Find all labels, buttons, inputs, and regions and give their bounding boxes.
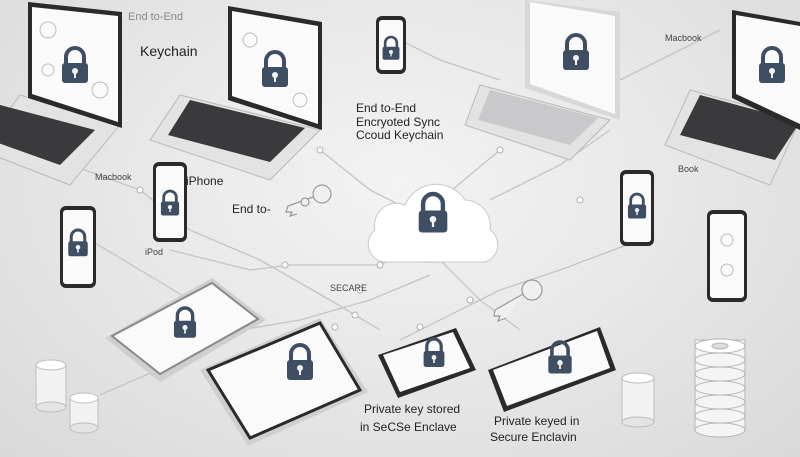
label-end-to-end-top: End to-End [128, 11, 184, 23]
laptop-top-center [149, 6, 322, 181]
connection-nodes [136, 146, 584, 332]
label-private-keyed-1: Private keyed in [494, 414, 580, 428]
label-private-key-1: Private key stored [364, 402, 461, 416]
cylinder-small-left [35, 359, 67, 413]
label-ipod: iPod [145, 247, 164, 257]
phone-left [153, 162, 187, 242]
label-center-title-2: Encryoted Sync [356, 115, 441, 129]
phone-right [620, 170, 654, 246]
label-secure: SECARE [330, 283, 368, 293]
label-iphone: iPhone [186, 174, 224, 188]
cylinder-small-left-2 [69, 392, 99, 434]
phone-far-left [60, 206, 96, 288]
key-left [285, 184, 332, 217]
tablet-center [200, 318, 368, 446]
label-macbook-left: Macbook [95, 172, 132, 182]
label-center-title-3: Ccoud Keychain [356, 128, 444, 142]
phone-top-center [376, 16, 406, 74]
label-private-key-2: in SeCSe Enclave [360, 420, 457, 434]
phone-bottom-right [488, 327, 616, 412]
label-private-keyed-2: Secure Enclavin [490, 430, 577, 444]
tablet-left [105, 278, 266, 382]
cloud-keychain [367, 183, 499, 263]
laptop-top-right-center [464, 0, 620, 161]
label-end-to-mid: End to- [232, 202, 271, 216]
phone-bottom-center [378, 328, 476, 398]
label-macbook-top-right: Macbook [665, 33, 702, 43]
laptop-top-right [664, 10, 800, 186]
label-book-right: Book [678, 164, 699, 174]
cylinder-right [621, 372, 655, 428]
label-center-title-1: End to-End [356, 101, 417, 115]
stacked-disks-right [694, 338, 746, 438]
key-right [493, 279, 543, 323]
label-keychain: Keychain [140, 43, 198, 59]
phone-far-right [707, 210, 747, 302]
laptop-top-left [0, 2, 122, 186]
